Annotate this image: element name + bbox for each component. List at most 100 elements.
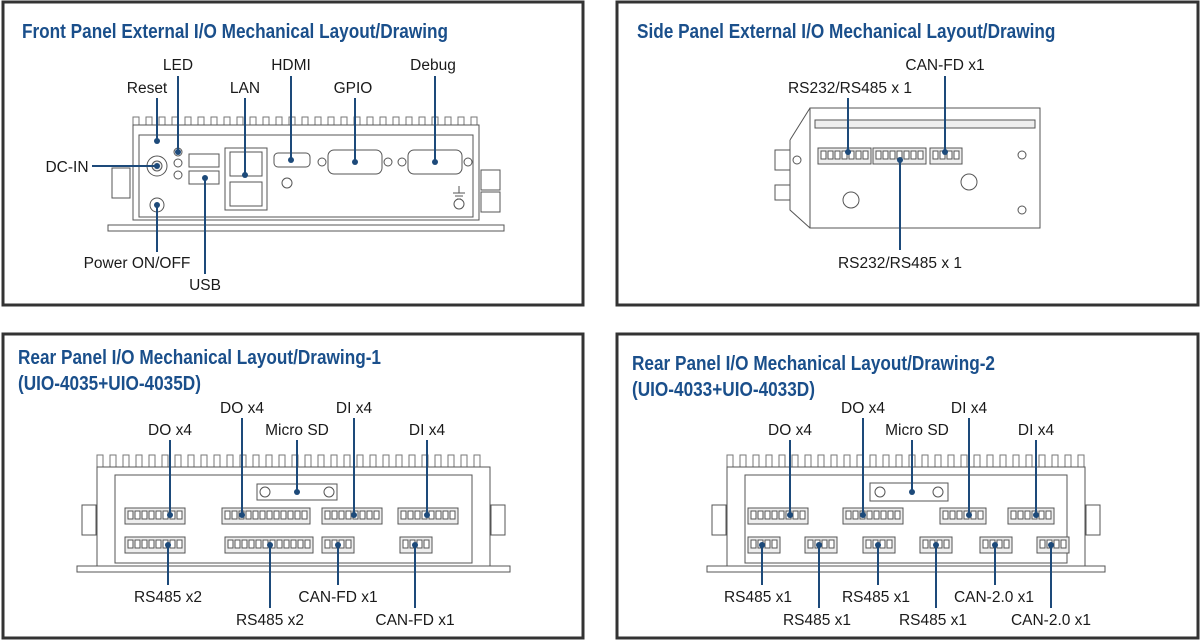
fin <box>444 116 452 125</box>
fin <box>986 454 994 467</box>
side-stub-bottom <box>774 184 791 201</box>
terminal-pin <box>778 510 785 520</box>
leader-dot <box>202 175 208 181</box>
leader-dot <box>1033 512 1039 518</box>
fin <box>882 454 890 467</box>
label-can-b: CAN-2.0 x1 <box>1011 612 1091 629</box>
fin <box>434 454 442 467</box>
terminal-pin <box>848 150 855 160</box>
fin <box>223 116 231 125</box>
leader-dot <box>432 159 438 165</box>
terminal-pin <box>414 510 421 520</box>
front-panel-title: Front Panel External I/O Mechanical Layo… <box>22 20 448 43</box>
terminal-pin <box>234 539 241 549</box>
terminal-pin <box>273 510 280 520</box>
rear-panel-2-subtitle: (UIO-4033+UIO-4033D) <box>632 378 815 401</box>
leader-dot <box>933 542 939 548</box>
leader-dot <box>154 163 160 169</box>
terminal-pin <box>820 150 827 160</box>
terminal-pin <box>977 510 984 520</box>
rear-1-di-b <box>397 507 459 525</box>
label-do-a: DO x4 <box>768 422 812 439</box>
terminal-pin <box>134 510 141 520</box>
terminal-body <box>842 507 904 525</box>
fin <box>96 454 104 467</box>
fin <box>460 454 468 467</box>
fin <box>135 454 143 467</box>
led-2 <box>173 158 183 168</box>
terminal-pin <box>276 539 283 549</box>
fin <box>184 116 192 125</box>
terminal-pin <box>1017 510 1024 520</box>
fin <box>830 454 838 467</box>
leader-dot <box>154 202 160 208</box>
terminal-pin <box>324 510 331 520</box>
gpio-screw-left <box>317 157 327 167</box>
terminal-pin <box>903 150 910 160</box>
fin <box>934 454 942 467</box>
terminal-pin <box>845 510 852 520</box>
rear-panel-2-title: Rear Panel I/O Mechanical Layout/Drawing… <box>632 352 995 375</box>
label-usb: USB <box>189 277 221 294</box>
terminal-pin <box>887 510 894 520</box>
terminal-pin <box>886 539 893 549</box>
terminal-pin <box>750 539 757 549</box>
leader-dot <box>294 489 300 495</box>
com-b-terminal <box>872 147 927 165</box>
terminal-pin <box>865 539 872 549</box>
leader-dot <box>875 542 881 548</box>
terminal-pin <box>922 539 929 549</box>
sd-screw <box>874 486 886 498</box>
fin <box>408 454 416 467</box>
terminal-pin <box>1039 539 1046 549</box>
fin <box>236 116 244 125</box>
terminal-pin <box>792 510 799 520</box>
fin <box>343 454 351 467</box>
screw-a <box>1017 150 1027 160</box>
terminal-pin <box>1045 510 1052 520</box>
terminal-pin <box>252 510 259 520</box>
label-can-a: CAN-2.0 x1 <box>954 589 1034 606</box>
terminal-pin <box>764 510 771 520</box>
terminal-pin <box>866 510 873 520</box>
leader-dot <box>909 489 915 495</box>
fin <box>197 116 205 125</box>
terminal-pin <box>231 510 238 520</box>
label-di-b: DI x4 <box>409 422 446 439</box>
fin <box>210 116 218 125</box>
terminal-pin <box>449 510 456 520</box>
terminal-pin <box>283 539 290 549</box>
terminal-pin <box>435 510 442 520</box>
terminal-pin <box>807 539 814 549</box>
terminal-pin <box>862 150 869 160</box>
terminal-pin <box>155 510 162 520</box>
fin <box>804 454 812 467</box>
fin <box>327 116 335 125</box>
fin <box>187 454 195 467</box>
rear-2-di-b <box>1007 507 1055 525</box>
label-rs232-top: RS232/RS485 x 1 <box>788 80 912 97</box>
fin <box>973 454 981 467</box>
terminal-pin <box>141 510 148 520</box>
terminal-pin <box>290 539 297 549</box>
label-micro-sd: Micro SD <box>885 422 949 439</box>
fin <box>457 116 465 125</box>
fin <box>161 454 169 467</box>
terminal-pin <box>301 510 308 520</box>
leader-dot <box>352 159 358 165</box>
leader-dot <box>288 157 294 163</box>
screw <box>281 177 293 189</box>
side-stub-top <box>774 149 791 171</box>
right-side-connector-top <box>480 169 501 191</box>
fin <box>366 116 374 125</box>
rear-2-do-a <box>747 507 809 525</box>
terminal-pin <box>1053 539 1060 549</box>
label-can-b: CAN-FD x1 <box>375 612 454 629</box>
fin <box>379 116 387 125</box>
debug-screw-left <box>397 157 407 167</box>
terminal-pin <box>880 510 887 520</box>
leader-dot <box>412 542 418 548</box>
terminal-pin <box>248 539 255 549</box>
label-reset: Reset <box>127 80 168 97</box>
leader-dot <box>1048 542 1054 548</box>
